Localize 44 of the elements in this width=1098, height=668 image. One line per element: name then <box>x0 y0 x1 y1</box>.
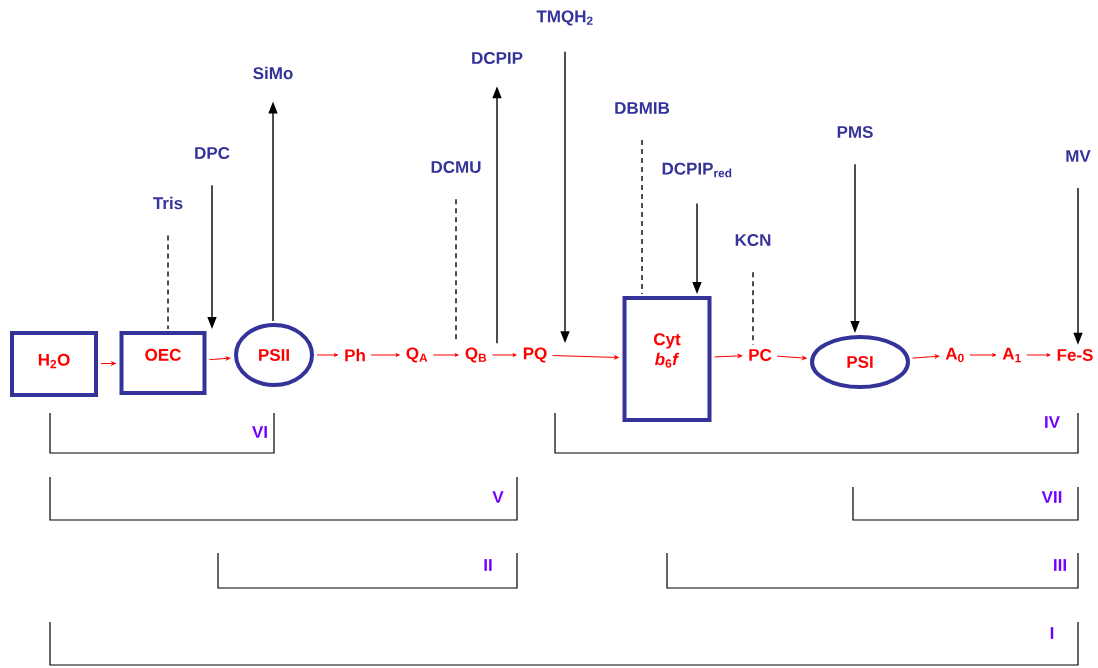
carrier-label: Q$_{A}$ <box>406 347 428 363</box>
compound-label: Tris <box>153 196 183 210</box>
bracket-label: I <box>1047 625 1057 641</box>
compound-label: DBMIB <box>615 102 670 114</box>
carrier-label: Fe-S <box>1057 348 1093 361</box>
arrow <box>912 354 940 359</box>
carrier-label: Ph <box>345 348 365 362</box>
arrow <box>209 356 231 361</box>
complex-box: Cyt b$_{6}$f <box>622 296 712 422</box>
complex-box: H$_{2}$O <box>10 331 98 397</box>
dashed-line <box>167 234 169 330</box>
carrier-label: PC <box>749 348 772 361</box>
bracket-label: II <box>481 557 495 573</box>
compound-label: TMQH$_{2}$ <box>536 10 593 26</box>
compound-label: PMS <box>837 126 873 138</box>
arrow <box>1026 353 1051 357</box>
arrow <box>370 353 400 357</box>
arrow <box>969 353 997 357</box>
arrow <box>316 353 339 357</box>
arrow <box>714 354 743 358</box>
arrow <box>432 353 459 357</box>
dashed-line <box>641 139 643 295</box>
carrier-label: Q$_{B}$ <box>465 347 487 363</box>
compound-label: MV <box>1066 150 1091 162</box>
bracket-label: VII <box>1039 489 1065 505</box>
bracket-label: III <box>1050 557 1070 573</box>
carrier-label: PQ <box>523 347 547 363</box>
compound-label: DCPIP$_{red}$ <box>662 162 732 178</box>
compound-label: SiMo <box>253 66 293 80</box>
compound-label: DCPIP <box>472 52 523 64</box>
compound-label: DPC <box>195 147 230 159</box>
compound-label: DCMU <box>431 161 481 173</box>
bracket-label: VI <box>250 424 271 440</box>
carrier-label: A$_{0}$ <box>945 347 964 363</box>
arrow <box>491 353 517 357</box>
carrier-label: A$_{1}$ <box>1002 347 1021 363</box>
arrow <box>100 361 116 366</box>
arrow <box>552 355 619 360</box>
bracket-label: V <box>490 489 506 505</box>
dashed-line <box>752 271 754 346</box>
compound-label: KCN <box>735 234 771 246</box>
bracket-label: IV <box>1041 414 1063 430</box>
complex-box: OEC <box>119 331 207 395</box>
arrow <box>776 355 807 360</box>
